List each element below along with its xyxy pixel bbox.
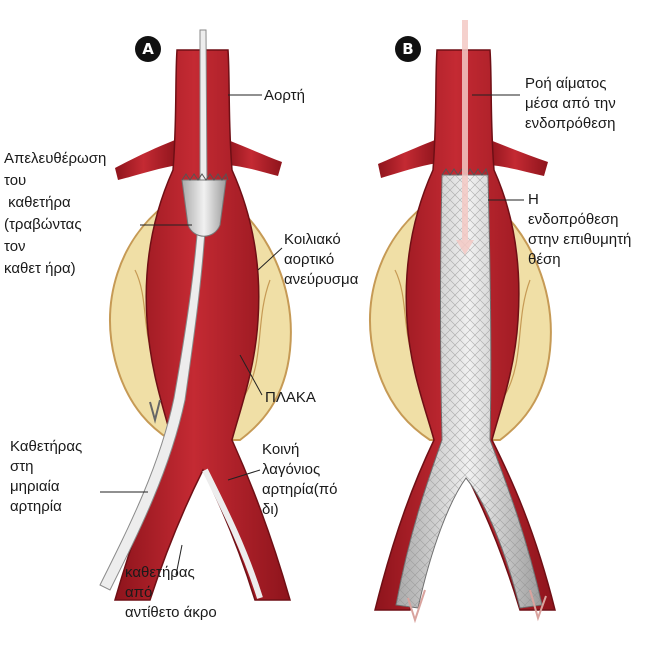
label-blood-flow: Ροή αίματος μέσα από την ενδοπρόθεση <box>525 74 616 134</box>
renal-artery-right-a <box>226 140 282 176</box>
panel-b-badge: B <box>395 36 421 62</box>
label-graft-in-place: Η ενδοπρόθεση στην επιθυμητή θέση <box>528 190 631 270</box>
label-opposite-catheter: καθετήρας από αντίθετο άκρο <box>125 563 217 623</box>
label-catheter-release: Απελευθέρωση του καθετήρα (τραβώντας τον… <box>4 148 106 280</box>
label-femoral-catheter: Καθετήρας στη μηριαία αρτηρία <box>10 437 82 517</box>
renal-artery-right-b <box>488 140 548 176</box>
label-aorta: Αορτή <box>264 86 305 106</box>
label-aneurysm: Κοιλιακό αορτικό ανεύρυσμα <box>284 230 358 290</box>
label-plaque: ΠΛΑΚΑ <box>265 388 316 408</box>
renal-artery-left-b <box>378 140 438 178</box>
panel-a-badge: A <box>135 36 161 62</box>
renal-artery-left-a <box>115 140 178 180</box>
label-common-iliac: Κοινή λαγόνιος αρτηρία(πό δι) <box>262 440 337 520</box>
